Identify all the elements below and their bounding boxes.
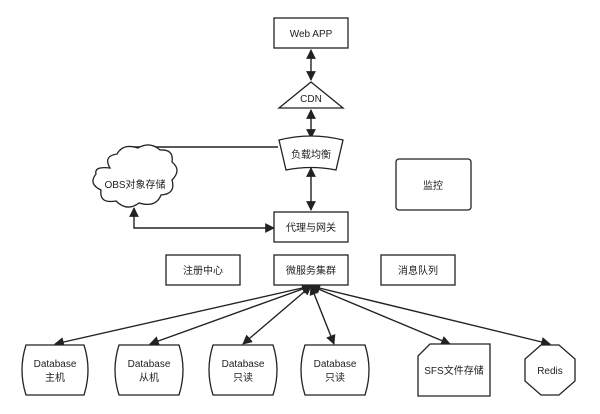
microservice-cluster-label: 微服务集群 bbox=[286, 264, 336, 277]
node-cdn: CDN bbox=[277, 81, 345, 109]
cdn-label: CDN bbox=[300, 94, 322, 105]
node-message-queue: 消息队列 bbox=[380, 254, 456, 286]
edge-cluster-db-master bbox=[54, 283, 312, 347]
node-proxy-gateway: 代理与网关 bbox=[273, 211, 349, 243]
registry-label: 注册中心 bbox=[183, 264, 223, 277]
node-db-readonly-2: Database 只读 bbox=[300, 344, 370, 396]
proxy-gateway-label: 代理与网关 bbox=[286, 221, 336, 234]
web-app-label: Web APP bbox=[290, 29, 333, 40]
redis-label: Redis bbox=[537, 366, 563, 377]
edge-obs-proxy bbox=[129, 207, 275, 233]
obs-storage-label: OBS对象存储 bbox=[104, 178, 165, 191]
node-microservice-cluster: 微服务集群 bbox=[273, 254, 349, 286]
sfs-storage-label: SFS文件存储 bbox=[424, 364, 483, 377]
edge-cluster-db-slave bbox=[149, 284, 312, 346]
node-load-balancer: 负载均衡 bbox=[278, 135, 344, 171]
message-queue-label: 消息队列 bbox=[398, 264, 438, 277]
db-master-label: Database bbox=[34, 359, 77, 370]
db-slave-label: Database bbox=[128, 359, 171, 370]
db-readonly-1-label: Database bbox=[222, 359, 265, 370]
load-balancer-label: 负载均衡 bbox=[291, 148, 331, 161]
db-readonly-1-role: 只读 bbox=[233, 371, 253, 384]
node-redis: Redis bbox=[524, 344, 576, 396]
node-registry: 注册中心 bbox=[165, 254, 241, 286]
monitor-label: 监控 bbox=[423, 179, 443, 192]
node-db-readonly-1: Database 只读 bbox=[208, 344, 278, 396]
node-monitor: 监控 bbox=[395, 158, 472, 211]
node-obs-storage: OBS对象存储 bbox=[92, 144, 178, 208]
db-slave-role: 从机 bbox=[139, 371, 159, 384]
db-readonly-2-role: 只读 bbox=[325, 371, 345, 384]
edge-cluster-db-readonly-1 bbox=[242, 285, 312, 345]
node-db-master: Database 主机 bbox=[21, 344, 89, 396]
edges bbox=[54, 49, 551, 347]
node-sfs-storage: SFS文件存储 bbox=[417, 343, 491, 397]
node-db-slave: Database 从机 bbox=[114, 344, 184, 396]
db-readonly-2-label: Database bbox=[314, 359, 357, 370]
edge-cluster-redis bbox=[310, 283, 551, 347]
db-master-role: 主机 bbox=[45, 371, 65, 384]
node-web-app: Web APP bbox=[273, 17, 349, 49]
